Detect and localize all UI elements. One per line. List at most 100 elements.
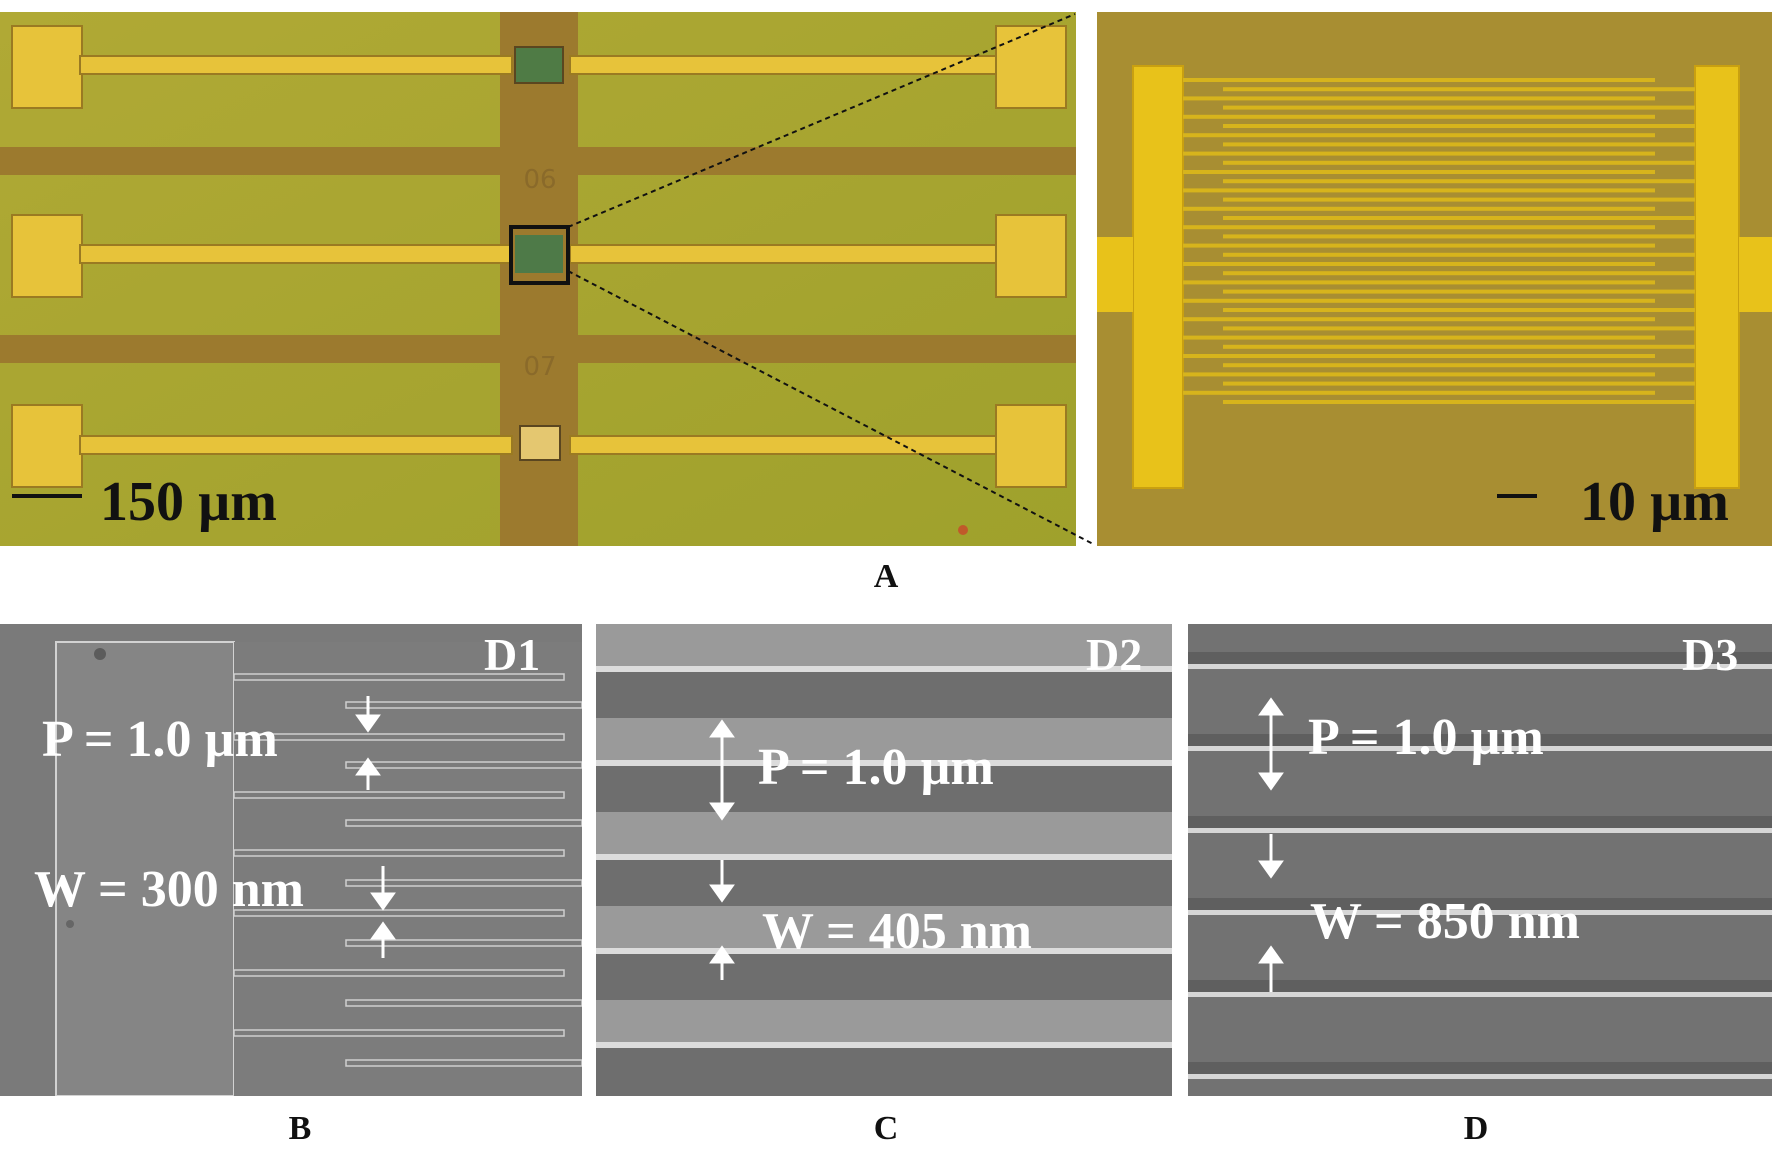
electrode-row-1 xyxy=(11,25,1067,109)
panel-label-d: D xyxy=(1463,1110,1489,1147)
electrode-finger xyxy=(1223,142,1695,147)
sem-finger xyxy=(345,701,582,709)
sem-line-shadow xyxy=(1188,898,1772,910)
sem-line-edge xyxy=(1188,1074,1772,1079)
d3-pitch-label: P = 1.0 µm xyxy=(1308,709,1544,766)
d3-width-label: W = 850 nm xyxy=(1310,893,1580,950)
sem-line xyxy=(596,1000,1172,1046)
sem-line-shadow xyxy=(1188,652,1772,664)
zoom-connector-lines xyxy=(567,13,1096,546)
electrode-finger xyxy=(1183,96,1655,101)
electrode-finger xyxy=(1183,354,1655,358)
electrode-finger xyxy=(1223,197,1695,202)
electrode-finger xyxy=(1183,225,1655,230)
sem-image-d3 xyxy=(1188,624,1772,1096)
sem-finger xyxy=(345,761,582,769)
d2-pitch-label: P = 1.0 µm xyxy=(758,739,994,796)
sem-finger xyxy=(233,791,565,799)
electrode-finger xyxy=(1223,381,1695,386)
electrode-row-3 xyxy=(11,404,1067,488)
electrode-finger xyxy=(1183,335,1655,340)
electrode-finger xyxy=(1183,317,1655,322)
electrode-finger xyxy=(1223,289,1695,294)
sem-line xyxy=(596,812,1172,858)
sem-line xyxy=(596,906,1172,952)
sem-finger xyxy=(345,939,582,947)
sem-line xyxy=(596,718,1172,764)
sem-finger xyxy=(233,969,565,977)
electrode-finger xyxy=(1183,114,1655,119)
d2-width-label: W = 405 nm xyxy=(762,903,1032,960)
sem-line-edge xyxy=(1188,664,1772,669)
chip-number-07: 07 xyxy=(523,352,557,382)
sem-finger xyxy=(345,879,582,887)
chip-number-06: 06 xyxy=(523,165,557,195)
electrode-finger xyxy=(1223,216,1695,220)
sem-finger xyxy=(345,819,582,827)
sem-finger xyxy=(233,733,565,741)
sem-finger xyxy=(345,999,582,1007)
sem-finger xyxy=(233,909,565,917)
sem-line-shadow xyxy=(1188,980,1772,992)
electrode-finger xyxy=(1183,206,1655,211)
zoom-box xyxy=(509,225,570,285)
electrode-finger xyxy=(1223,400,1695,404)
electrode-finger xyxy=(1183,280,1655,285)
electrode-finger xyxy=(1183,298,1655,303)
electrode-finger xyxy=(1223,363,1695,368)
electrode-finger xyxy=(1223,160,1695,165)
sem-line-edge xyxy=(1188,746,1772,751)
d1-width-label: W = 300 nm xyxy=(34,861,304,918)
electrode-finger xyxy=(1223,271,1695,276)
optical-zoom-image xyxy=(1097,12,1772,546)
electrode-finger xyxy=(1183,78,1655,82)
sem-finger xyxy=(233,849,565,857)
optical-overview-image xyxy=(0,12,1076,546)
d1-device-label: D1 xyxy=(484,629,541,680)
sem-line-shadow xyxy=(1188,1062,1772,1074)
sem-line-shadow xyxy=(1188,816,1772,828)
scale-label-150um: 150 µm xyxy=(100,471,277,533)
sem-line-edge xyxy=(596,948,1172,954)
panel-label-b: B xyxy=(288,1110,312,1147)
sem-line-edge xyxy=(1188,992,1772,997)
electrode-finger xyxy=(1223,87,1695,92)
electrode-finger xyxy=(1223,105,1695,110)
panel-label-a: A xyxy=(873,558,899,595)
sem-image-d1 xyxy=(0,624,582,1096)
sem-line-shadow xyxy=(1188,734,1772,746)
sem-finger xyxy=(233,1029,565,1037)
sem-line-edge xyxy=(1188,910,1772,915)
sem-line-edge xyxy=(596,1042,1172,1048)
sem-line-edge xyxy=(596,760,1172,766)
electrode-finger xyxy=(1183,262,1655,266)
d1-pitch-label: P = 1.0 µm xyxy=(42,711,278,768)
sem-line-edge xyxy=(1188,828,1772,833)
electrode-finger xyxy=(1223,326,1695,331)
electrode-finger xyxy=(1223,308,1695,312)
sem-line-edge xyxy=(596,854,1172,860)
scale-label-10um: 10 µm xyxy=(1580,471,1729,533)
sem-image-d2 xyxy=(596,624,1172,1096)
electrode-finger xyxy=(1223,252,1695,257)
electrode-finger xyxy=(1183,243,1655,248)
electrode-finger xyxy=(1183,133,1655,138)
scale-bar-10um xyxy=(1497,494,1537,498)
panel-label-c: C xyxy=(873,1110,899,1147)
electrode-finger xyxy=(1183,390,1655,395)
electrode-finger xyxy=(1223,234,1695,239)
sem-finger xyxy=(233,673,565,681)
sem-finger xyxy=(345,1059,582,1067)
electrode-finger xyxy=(1183,170,1655,174)
d2-device-label: D2 xyxy=(1086,629,1143,680)
electrode-finger xyxy=(1223,124,1695,128)
electrode-finger xyxy=(1183,372,1655,377)
electrode-row-2 xyxy=(11,214,1067,298)
d3-device-label: D3 xyxy=(1682,629,1739,680)
sem-line-edge xyxy=(596,666,1172,672)
electrode-finger xyxy=(1223,179,1695,184)
electrode-finger xyxy=(1223,344,1695,349)
sem-line xyxy=(596,624,1172,670)
electrode-finger xyxy=(1183,151,1655,156)
electrode-finger xyxy=(1183,188,1655,193)
